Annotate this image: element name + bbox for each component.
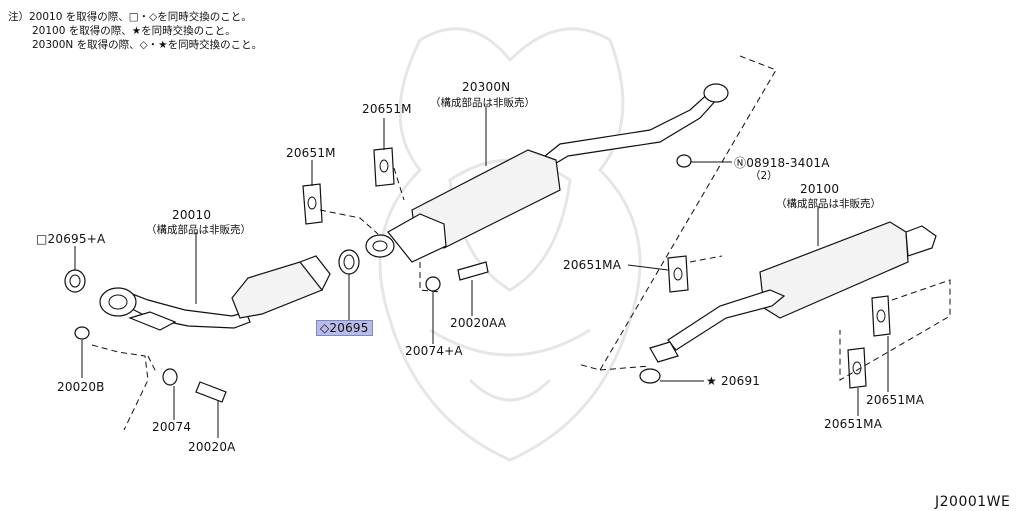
label-20651m-a[interactable]: 20651M	[286, 146, 336, 160]
label-20651m-b[interactable]: 20651M	[362, 102, 412, 116]
stud-20020aa-icon[interactable]	[457, 261, 489, 281]
nut-20020b-icon[interactable]	[74, 326, 90, 340]
gasket-20691-icon[interactable]	[639, 368, 661, 384]
gasket-20695-icon[interactable]	[338, 249, 360, 275]
label-20010[interactable]: 20010	[172, 208, 212, 222]
front-pipe-catalyst[interactable]	[99, 255, 331, 331]
mount-rubber-20651m-a-icon[interactable]	[302, 183, 323, 225]
label-20300n-sub: （構成部品は非販売）	[430, 97, 535, 109]
label-20100[interactable]: 20100	[800, 182, 840, 196]
bolt-08918-icon[interactable]	[676, 154, 692, 168]
nut-20074a-icon[interactable]	[425, 276, 441, 292]
rear-muffler-20100[interactable]	[649, 221, 937, 363]
center-muffler-20300n[interactable]	[365, 83, 729, 263]
label-20010-sub: （構成部品は非販売）	[146, 224, 251, 236]
label-20695-highlighted[interactable]: ◇20695	[316, 320, 373, 336]
note-line-1: 注）20010 を取得の際、□・◇を同時交換のこと。	[8, 11, 252, 23]
label-20651ma-c[interactable]: 20651MA	[824, 417, 883, 431]
stud-20020a-icon[interactable]	[195, 381, 227, 403]
label-20691[interactable]: ★ 20691	[706, 374, 761, 388]
label-20074a[interactable]: 20074+A	[405, 344, 463, 358]
label-20020a[interactable]: 20020A	[188, 440, 236, 454]
diagram-code: J20001WE	[935, 494, 1011, 510]
label-20100-sub: （構成部品は非販売）	[776, 198, 881, 210]
note-line-2: 20100 を取得の際、★を同時交換のこと。	[32, 25, 236, 37]
nut-20074-icon[interactable]	[162, 368, 178, 386]
mount-rubber-20651ma-a-icon[interactable]	[667, 255, 689, 293]
leader-lines	[74, 106, 889, 438]
note-line-3: 20300N を取得の際、◇・★を同時交換のこと。	[32, 39, 263, 51]
mount-rubber-20651ma-c-icon[interactable]	[847, 347, 867, 389]
label-20651ma-a[interactable]: 20651MA	[563, 258, 622, 272]
label-08918-qty: （2）	[750, 170, 778, 182]
label-20651ma-b[interactable]: 20651MA	[866, 393, 925, 407]
label-20020b[interactable]: 20020B	[57, 380, 105, 394]
label-20300n[interactable]: 20300N	[462, 80, 511, 94]
label-08918-3401a[interactable]: Ⓝ08918-3401A	[734, 156, 830, 170]
label-20020aa[interactable]: 20020AA	[450, 316, 507, 330]
label-20074[interactable]: 20074	[152, 420, 192, 434]
mount-rubber-20651m-b-icon[interactable]	[373, 147, 395, 187]
label-20695a[interactable]: □20695+A	[36, 232, 106, 246]
mount-rubber-20651ma-b-icon[interactable]	[871, 295, 891, 337]
assembly-dashed-lines	[91, 55, 951, 431]
gasket-20695a-icon[interactable]	[64, 269, 86, 293]
